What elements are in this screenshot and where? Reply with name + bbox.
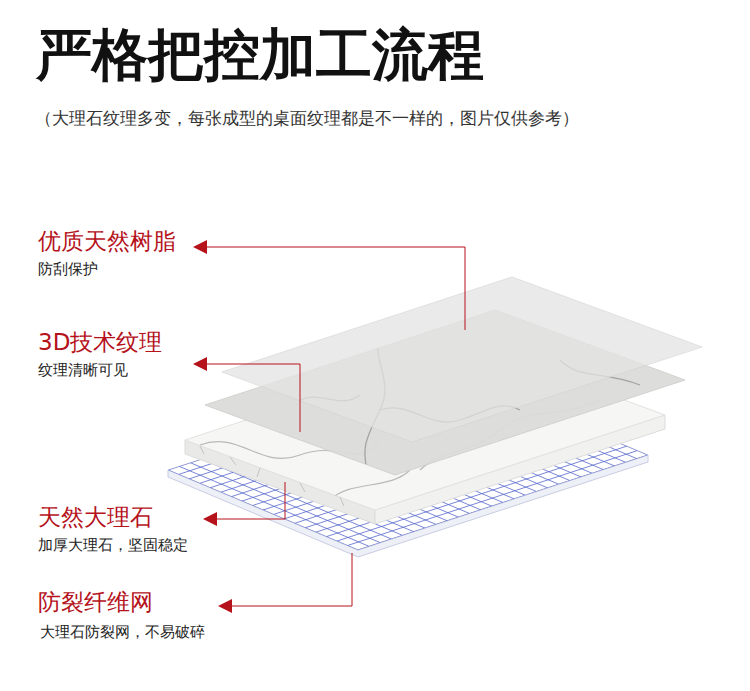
layer-description: 大理石防裂网，不易破碎 (40, 623, 205, 641)
layer-heading: 3D技术纹理 (38, 329, 162, 357)
layer-description: 防刮保护 (38, 260, 98, 278)
arrowheads (193, 240, 232, 613)
note-text: （大理石纹理多变，每张成型的桌面纹理都是不一样的，图片仅供参考） (35, 108, 579, 128)
resin-layer (222, 277, 702, 442)
layer-description: 加厚大理石，坚固稳定 (38, 536, 188, 554)
layer-heading: 天然大理石 (38, 504, 153, 532)
leader-lines (207, 247, 465, 606)
page-title: 严格把控加工流程 (36, 21, 484, 88)
layer-heading: 优质天然树脂 (38, 228, 176, 256)
layer-description: 纹理清晰可见 (38, 361, 128, 379)
layer-heading: 防裂纤维网 (38, 589, 153, 617)
